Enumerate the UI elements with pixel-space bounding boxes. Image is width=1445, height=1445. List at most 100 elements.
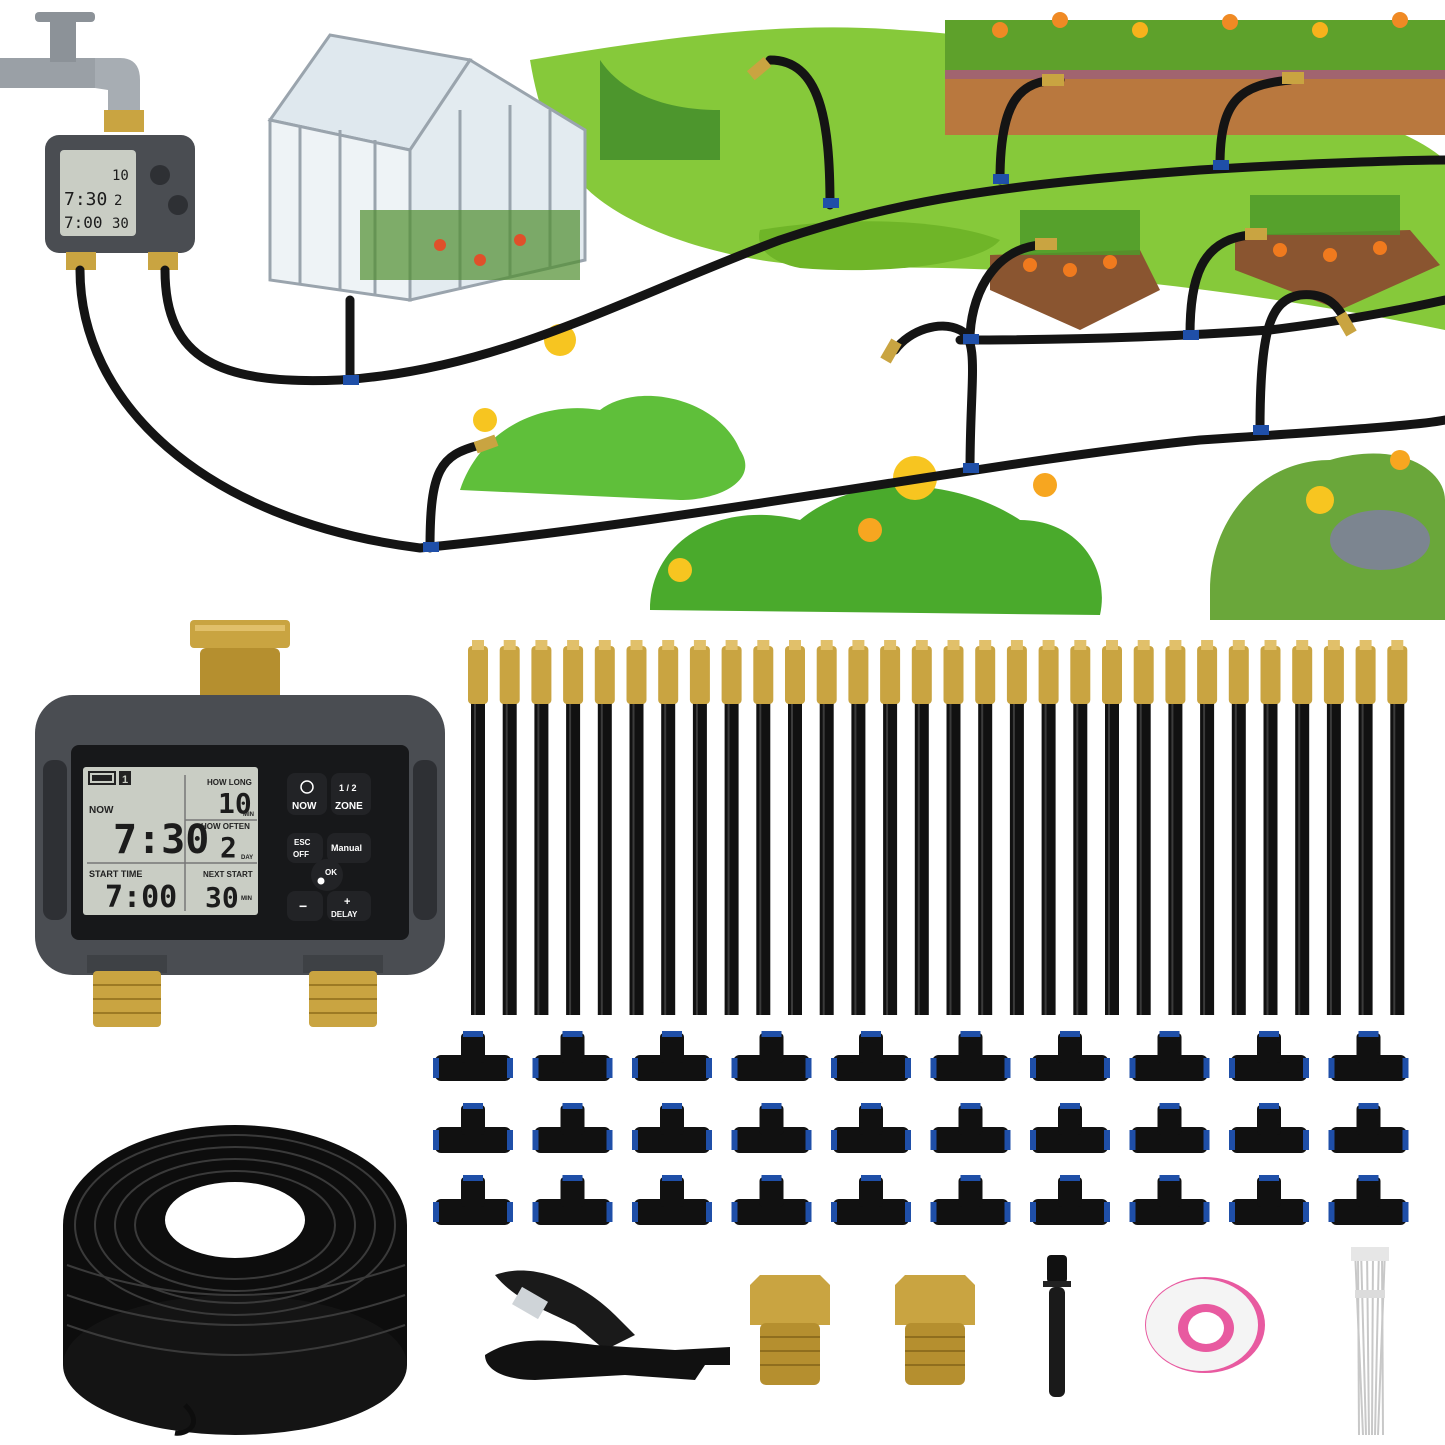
tee-connector bbox=[632, 1175, 712, 1225]
tee-connector bbox=[433, 1175, 513, 1225]
svg-text:−: − bbox=[299, 898, 307, 914]
cable-ties bbox=[1351, 1247, 1389, 1436]
tee-connector bbox=[532, 1103, 613, 1153]
tee-connector bbox=[731, 1103, 812, 1153]
esc-off-button[interactable]: ESC OFF bbox=[287, 833, 323, 863]
lcd-screen bbox=[83, 767, 258, 915]
svg-text:7:00: 7:00 bbox=[64, 213, 103, 232]
nozzle-tube bbox=[1102, 640, 1122, 1015]
tubing-coil bbox=[63, 1125, 407, 1436]
nozzle-tube bbox=[1038, 640, 1059, 1015]
water-timer: 1 NOW 7:30 HOW LONG 10 MIN HOW OFTEN 2 D… bbox=[35, 620, 445, 1027]
svg-text:1 / 2: 1 / 2 bbox=[339, 783, 357, 793]
nozzle-tube bbox=[1165, 640, 1186, 1015]
tee-connector bbox=[1229, 1175, 1309, 1225]
tee-connector bbox=[632, 1103, 712, 1153]
tee-connector bbox=[1129, 1031, 1210, 1081]
brass-adapter-2 bbox=[895, 1275, 975, 1385]
nozzle-tube bbox=[943, 640, 964, 1015]
nozzle-tube bbox=[753, 640, 774, 1015]
nozzle-tube bbox=[1323, 640, 1344, 1015]
svg-text:Manual: Manual bbox=[331, 843, 362, 853]
nozzle-tube bbox=[880, 640, 901, 1015]
tee-connector bbox=[831, 1031, 911, 1081]
svg-text:HOW LONG: HOW LONG bbox=[207, 778, 252, 787]
nozzle-tube bbox=[499, 640, 520, 1015]
svg-text:ESC: ESC bbox=[294, 838, 311, 847]
nozzle-tube bbox=[785, 640, 805, 1015]
manual-button[interactable]: Manual bbox=[327, 833, 371, 863]
how-long-value: 10 bbox=[218, 787, 252, 820]
svg-text:30: 30 bbox=[112, 216, 129, 232]
svg-text:MIN: MIN bbox=[243, 812, 254, 818]
zone-button[interactable]: 1 / 2 ZONE bbox=[331, 773, 371, 815]
start-time-value: 7:00 bbox=[105, 880, 177, 915]
nozzle-tube bbox=[531, 640, 552, 1015]
nozzle-tube bbox=[594, 640, 615, 1015]
tee-connector bbox=[930, 1031, 1011, 1081]
tee-connector bbox=[831, 1175, 911, 1225]
svg-text:HOW OFTEN: HOW OFTEN bbox=[201, 822, 250, 831]
brass-inlet bbox=[190, 620, 290, 648]
nozzle-tube bbox=[1197, 640, 1218, 1015]
tee-connector bbox=[930, 1103, 1011, 1153]
end-plug bbox=[1043, 1255, 1071, 1397]
nozzle-tube bbox=[848, 640, 869, 1015]
nozzle-tube bbox=[658, 640, 679, 1015]
nozzle-tubes bbox=[468, 640, 1408, 1015]
raised-beds bbox=[945, 12, 1445, 135]
tee-connector bbox=[1328, 1031, 1409, 1081]
nozzle-tube bbox=[1070, 640, 1091, 1015]
tee-connector bbox=[1030, 1031, 1110, 1081]
tee-connector bbox=[1129, 1103, 1210, 1153]
nozzle-tube bbox=[626, 640, 647, 1015]
svg-text:ZONE: ZONE bbox=[335, 801, 363, 812]
tee-connector bbox=[1328, 1175, 1409, 1225]
nozzle-tube bbox=[1387, 640, 1408, 1015]
garden-scene: 7:30 7:00 10 2 30 bbox=[0, 12, 1445, 620]
tee-connector bbox=[532, 1175, 613, 1225]
svg-text:START TIME: START TIME bbox=[89, 869, 142, 879]
brass-adapter-1 bbox=[750, 1275, 830, 1385]
svg-text:2: 2 bbox=[114, 193, 122, 209]
tee-connector bbox=[532, 1031, 613, 1081]
nozzle-tube bbox=[1006, 640, 1027, 1015]
how-often-value: 2 bbox=[220, 831, 237, 864]
tee-connector bbox=[632, 1031, 712, 1081]
tee-connector bbox=[1229, 1031, 1309, 1081]
tee-connector bbox=[1129, 1175, 1210, 1225]
mini-timer: 7:30 7:00 10 2 30 bbox=[45, 135, 195, 270]
main-hoses bbox=[75, 55, 1445, 553]
nozzle-tube bbox=[911, 640, 932, 1015]
now-label: NOW bbox=[89, 805, 114, 816]
ok-button[interactable]: OK bbox=[311, 859, 343, 891]
nozzle-tube bbox=[468, 640, 488, 1015]
now-button[interactable]: NOW bbox=[287, 773, 327, 815]
zone-indicator: 1 bbox=[122, 774, 128, 786]
tee-connector bbox=[831, 1103, 911, 1153]
gear-icon bbox=[317, 877, 325, 885]
nozzle-tube bbox=[1133, 640, 1154, 1015]
minus-button[interactable]: − bbox=[287, 891, 323, 921]
ptfe-tape bbox=[1145, 1277, 1265, 1373]
svg-text:OFF: OFF bbox=[293, 850, 309, 859]
svg-text:MIN: MIN bbox=[241, 896, 252, 902]
nozzle-tube bbox=[816, 640, 837, 1015]
tee-connector bbox=[433, 1031, 513, 1081]
tee-connector bbox=[1229, 1103, 1309, 1153]
tee-connector bbox=[930, 1175, 1011, 1225]
tee-connector bbox=[1328, 1103, 1409, 1153]
nozzle-tube bbox=[1228, 640, 1249, 1015]
tee-connector bbox=[1030, 1175, 1110, 1225]
nozzle-tube bbox=[721, 640, 742, 1015]
svg-text:DAY: DAY bbox=[241, 855, 253, 861]
now-time: 7:30 bbox=[113, 817, 209, 863]
tee-connectors bbox=[433, 1031, 1409, 1225]
tee-connector bbox=[731, 1031, 812, 1081]
nozzle-tube bbox=[689, 640, 710, 1015]
svg-text:7:30: 7:30 bbox=[64, 189, 107, 210]
nozzle-tube bbox=[1260, 640, 1281, 1015]
delay-button[interactable]: + DELAY bbox=[327, 891, 371, 921]
svg-text:NEXT START: NEXT START bbox=[203, 870, 253, 879]
nozzle-tube bbox=[1292, 640, 1313, 1015]
